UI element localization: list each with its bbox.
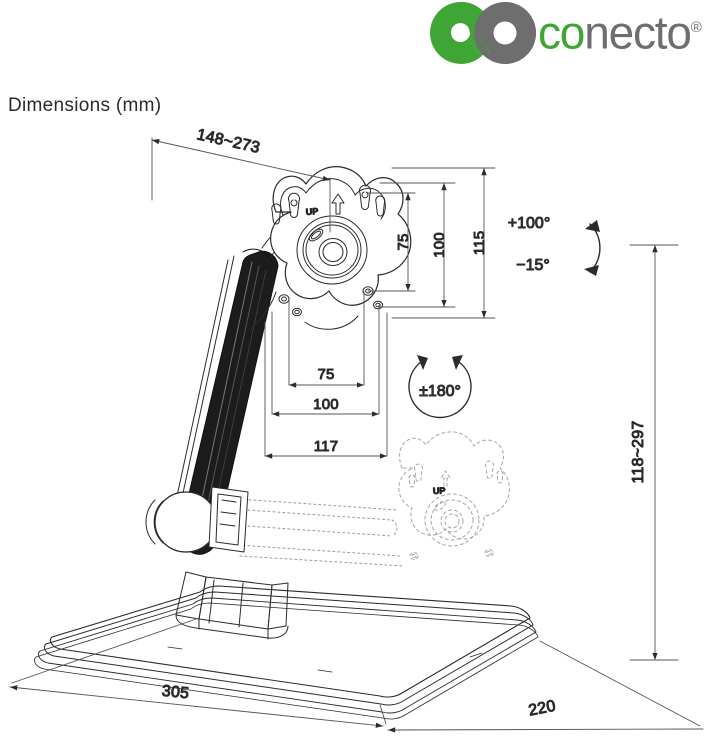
dim-vesa-h-inner-label: 75 [317,366,334,383]
dim-reach [151,137,331,233]
dim-bracket-height-label: 115 [471,231,488,256]
logo-mark-icon [430,2,536,64]
conecto-logo: conecto® [430,2,715,64]
dim-height-range-label: 118~297 [630,421,647,484]
dim-vesa-horizontal-group [264,291,388,459]
dim-vesa-vertical-group [367,167,496,319]
arm-cylinder-end [145,491,218,553]
logo-wordmark: conecto® [538,0,702,60]
ghost-up-label: UP [433,486,446,496]
dim-vesa-v-inner-label: 75 [395,233,412,250]
rotation-label: ±180° [419,383,461,400]
dim-vesa-h-outer-label: 100 [313,396,339,413]
ghost-vesa-plate [398,431,510,560]
registered-mark: ® [690,19,702,36]
stand-neck [175,571,289,640]
logo-word-gray: necto [584,6,692,59]
dim-base-depth-label: 305 [161,683,190,703]
dim-base-group [9,618,704,733]
base-plate [34,585,539,720]
dim-height-range [629,244,679,661]
tilt-down-label: −15° [516,257,550,274]
tilt-up-label: +100° [508,215,550,232]
vesa-up-label: UP [305,206,318,217]
dim-base-width-label: 220 [527,698,557,720]
dim-bracket-width-label: 117 [314,438,339,455]
tilt-angle-arc-icon [584,220,601,276]
logo-word-green: co [538,6,585,59]
rotation-arc-icon [408,355,472,419]
arm-neck-joint [208,486,249,553]
page-title: Dimensions (mm) [8,95,162,116]
dim-vesa-v-outer-label: 100 [431,232,448,258]
ghost-arm [212,497,405,567]
